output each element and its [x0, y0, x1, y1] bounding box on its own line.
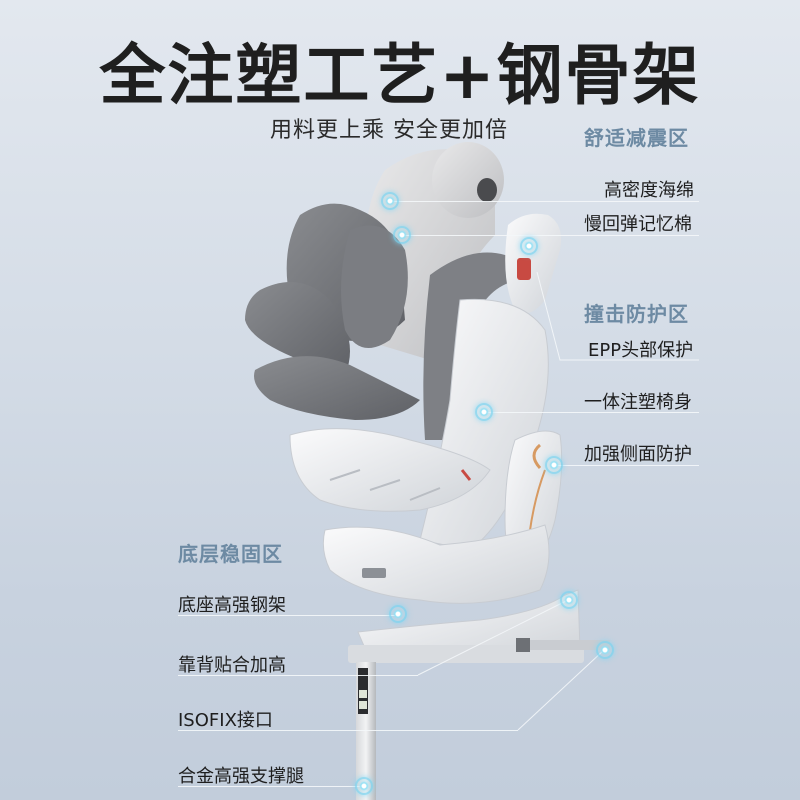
label-isofix: ISOFIX接口 [178, 710, 273, 731]
label-one-piece-molded-body: 一体注塑椅身 [584, 392, 692, 413]
label-epp-head-protection: EPP头部保护 [588, 340, 694, 361]
callout-dot-icon [393, 226, 411, 244]
callout-dot-icon [596, 641, 614, 659]
label-steel-base-frame: 底座高强钢架 [178, 595, 286, 616]
epp-head-protection [505, 213, 562, 314]
callout-dot-icon [520, 237, 538, 255]
high-density-sponge-layer [245, 203, 420, 420]
zone-title-base: 底层稳固区 [178, 542, 283, 566]
label-high-density-sponge: 高密度海绵 [604, 180, 694, 201]
callout-dot-icon [560, 591, 578, 609]
callout-line-side-protection [554, 465, 699, 466]
callout-line-backrest [178, 675, 418, 676]
zone-title-comfort: 舒适减震区 [584, 126, 689, 150]
label-side-protection: 加强侧面防护 [584, 444, 692, 465]
callout-dot-icon [389, 605, 407, 623]
callout-line-isofix [178, 730, 518, 731]
callout-line-molded-body [484, 412, 699, 413]
callout-line-steel-frame [178, 615, 400, 616]
subheadline: 用料更上乘 安全更加倍 [270, 118, 508, 143]
headline: 全注塑工艺+钢骨架 [99, 37, 701, 114]
callout-dot-icon [355, 777, 373, 795]
zone-title-impact: 撞击防护区 [584, 302, 689, 326]
callout-line-memory-foam [402, 235, 699, 236]
seat-lower-shell [322, 524, 550, 604]
support-leg [356, 662, 376, 800]
callout-dot-icon [475, 403, 493, 421]
side-wing-fabric [423, 252, 521, 440]
label-memory-foam: 慢回弹记忆棉 [584, 214, 692, 235]
callout-dot-icon [381, 192, 399, 210]
label-alloy-support-leg: 合金高强支撑腿 [178, 766, 304, 787]
callout-line-support-leg [178, 786, 364, 787]
callout-dot-icon [545, 456, 563, 474]
label-backrest-fit: 靠背贴合加高 [178, 655, 286, 676]
callout-line-high-density-sponge [390, 201, 699, 202]
isofix-base [348, 589, 610, 663]
